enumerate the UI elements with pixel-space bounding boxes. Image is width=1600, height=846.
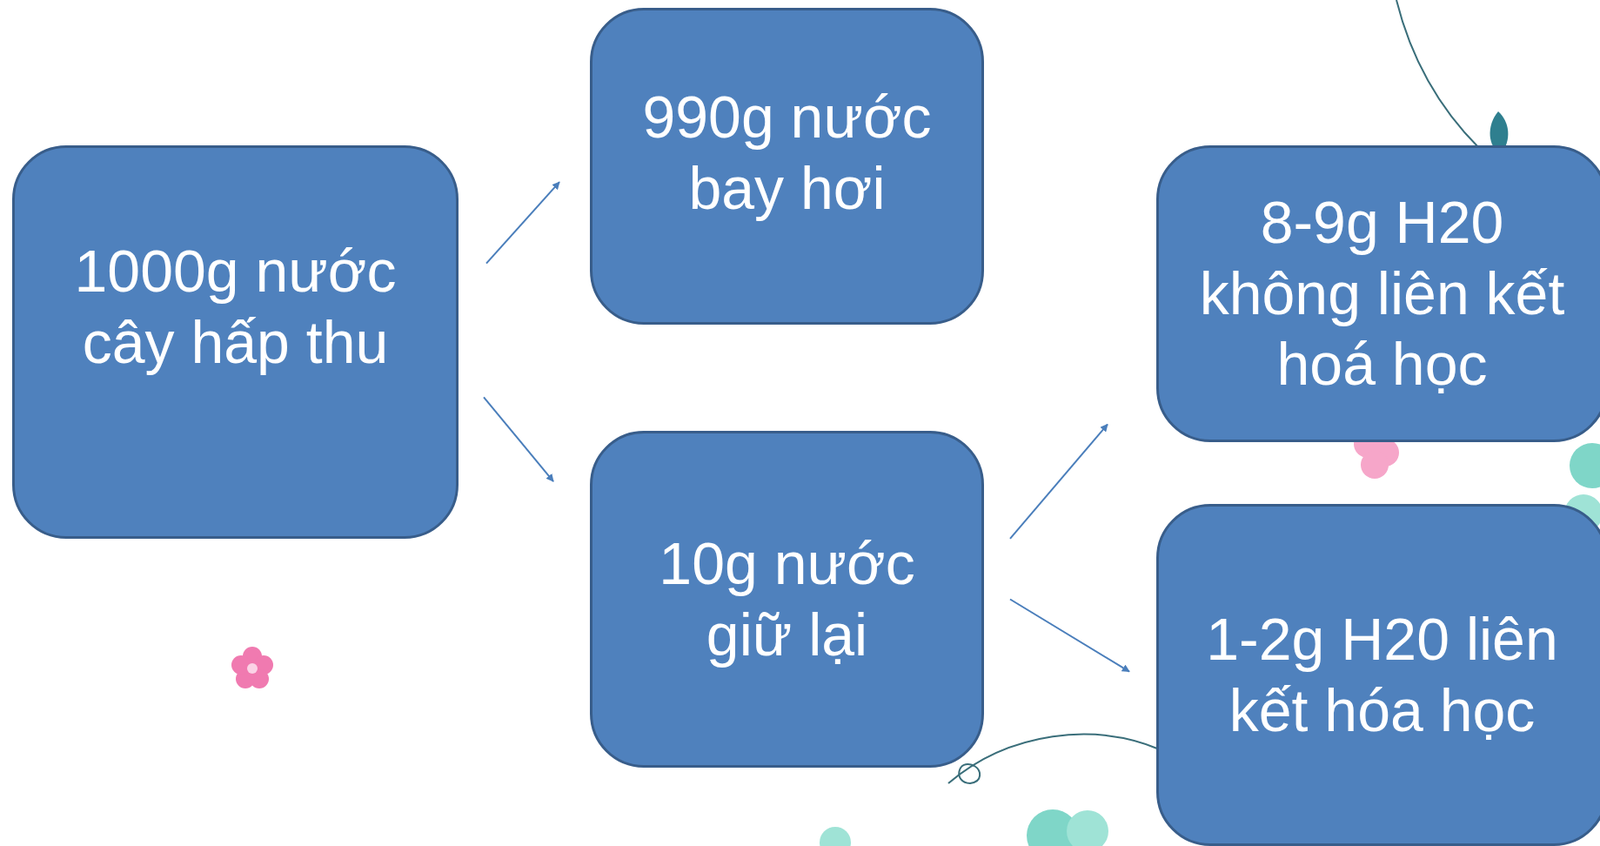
process-box: 10g nước giữ lại [589, 430, 985, 768]
vine-curl [958, 763, 980, 784]
arrow-connector [1010, 424, 1108, 539]
arrow-connector [486, 181, 560, 263]
arrow-connector [483, 396, 554, 482]
vine-swirl [948, 734, 1158, 784]
box-text: 10g nước giữ lại [592, 528, 982, 670]
box-text: 8-9g H20 không liên kết hoá học [1158, 187, 1600, 401]
process-box: 1-2g H20 liên kết hóa học [1156, 503, 1600, 846]
arrow-connector [1010, 599, 1130, 672]
box-text: 1000g nước cây hấp thu [14, 235, 456, 378]
box-text: 1-2g H20 liên kết hóa học [1158, 603, 1600, 746]
box-text: 990g nước bay hơi [592, 81, 982, 224]
process-box: 8-9g H20 không liên kết hoá học [1156, 145, 1600, 442]
process-box: 990g nước bay hơi [589, 7, 985, 325]
pink-flower [231, 646, 274, 689]
process-box: 1000g nước cây hấp thu [12, 145, 459, 539]
